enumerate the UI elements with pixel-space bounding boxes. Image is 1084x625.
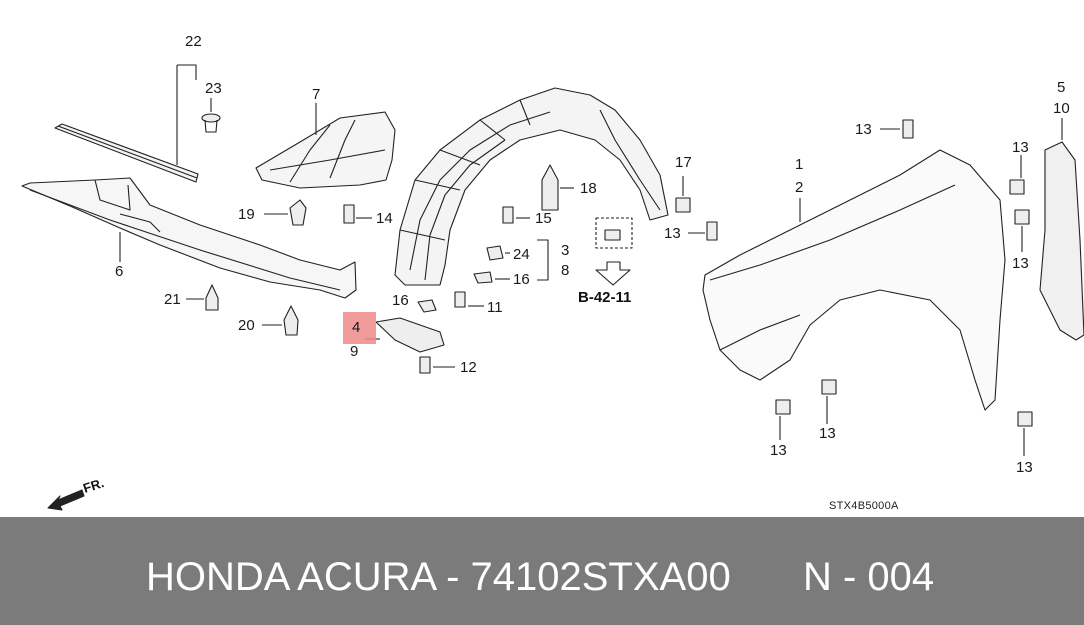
part-21-clip (186, 284, 219, 311)
parts-diagram: 22 23 7 6 19 14 21 20 4 9 16 11 12 24 16… (21, 33, 1084, 512)
part-16-clip (417, 271, 510, 313)
callout-23: 23 (205, 80, 222, 97)
front-direction-arrow (47, 489, 85, 511)
callout-3: 3 (561, 242, 570, 259)
part-18-clip (541, 164, 574, 211)
part-19-clip (264, 199, 307, 226)
callout-12: 12 (460, 359, 477, 376)
callout-7: 7 (312, 86, 321, 103)
part-3-fender-liner (394, 87, 669, 286)
part-24-clip (486, 245, 510, 261)
callout-15: 15 (535, 210, 552, 227)
callout-13-right-mid: 13 (1012, 255, 1029, 272)
callout-13-bottom-left: 13 (770, 442, 787, 459)
part-7-skid-plate (255, 103, 396, 189)
callout-16-lower: 16 (392, 292, 409, 309)
reference-arrow (595, 261, 631, 286)
caption-page-code: N - 004 (803, 555, 935, 599)
highlighted-part-marker (343, 312, 376, 344)
callout-8: 8 (561, 262, 570, 279)
callout-24: 24 (513, 246, 530, 263)
callout-13-top: 13 (855, 121, 872, 138)
callout-11: 11 (487, 299, 503, 316)
caption-part-number: HONDA ACURA - 74102STXA00 (146, 555, 731, 599)
callout-13-bottom-mid: 13 (819, 425, 836, 442)
part-5-seal (1039, 118, 1084, 341)
callout-22: 22 (185, 33, 202, 50)
callout-16-upper: 16 (513, 271, 530, 288)
part-13-bolts (688, 119, 1033, 456)
callout-17: 17 (675, 154, 692, 171)
part-20-clip (262, 305, 299, 336)
callout-13-liner: 13 (664, 225, 681, 242)
callout-21: 21 (164, 291, 181, 308)
callout-18: 18 (580, 180, 597, 197)
callout-4: 4 (352, 319, 361, 336)
reference-code: B-42-11 (578, 289, 632, 306)
callout-13-bottom-right: 13 (1016, 459, 1033, 476)
part-4-splash-guard (365, 317, 445, 353)
callout-10: 10 (1053, 100, 1070, 117)
part-screw-dashed-box (595, 217, 633, 249)
part-15-clip (502, 206, 530, 224)
callout-1: 1 (795, 156, 804, 173)
callout-9: 9 (350, 343, 359, 360)
part-23-clip (201, 98, 221, 133)
part-22-bracket (54, 64, 199, 183)
part-14-bolt (343, 204, 372, 224)
callout-13-right-top: 13 (1012, 139, 1029, 156)
parts-drawing (21, 64, 1084, 511)
part-6-under-cover (21, 177, 357, 299)
part-17-nut (675, 176, 691, 213)
part-1-front-fender (702, 149, 1006, 411)
callout-6: 6 (115, 263, 124, 280)
diagram-image-code: STX4B5000A (829, 500, 899, 512)
part-3-8-bracket-line (537, 239, 549, 281)
callout-14: 14 (376, 210, 393, 227)
callout-20: 20 (238, 317, 255, 334)
caption-bar: HONDA ACURA - 74102STXA00 N - 004 (0, 517, 1084, 625)
part-12-screw (419, 356, 455, 374)
callout-19: 19 (238, 206, 255, 223)
part-11-clip (454, 291, 484, 308)
callout-2: 2 (795, 179, 804, 196)
callout-5: 5 (1057, 79, 1066, 96)
